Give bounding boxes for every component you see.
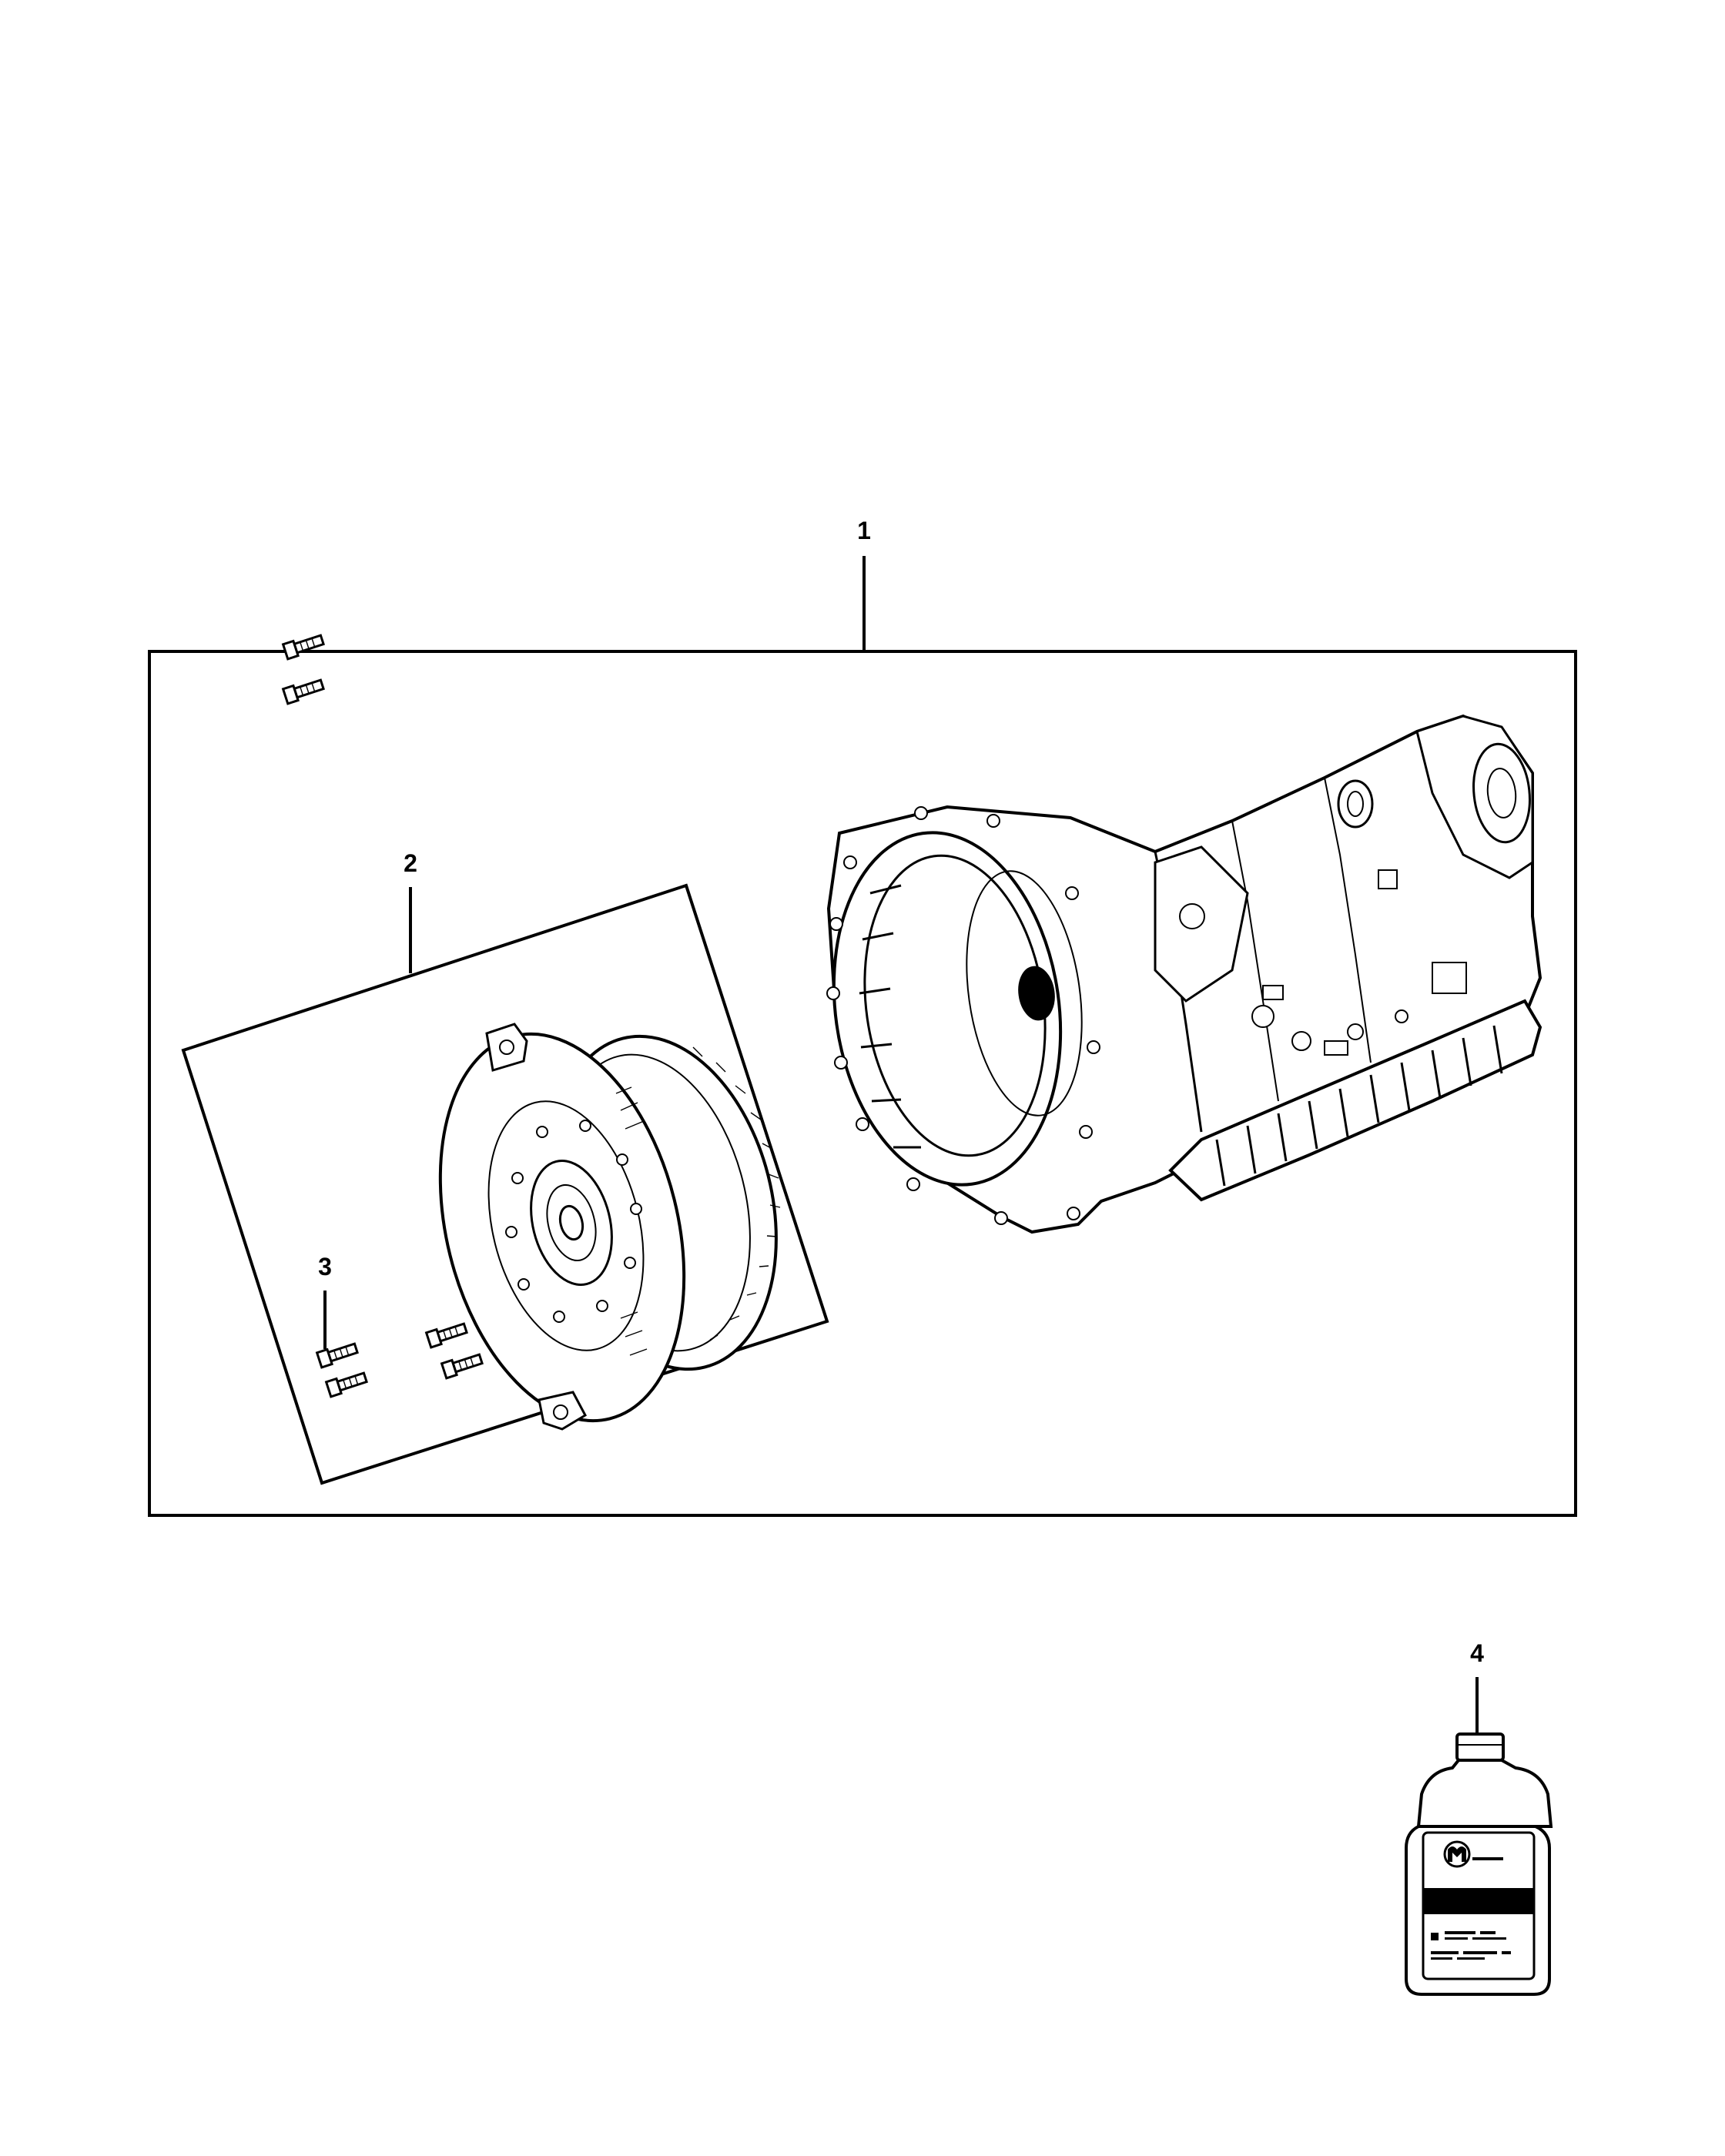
callout-3: 3 xyxy=(318,1253,332,1281)
converter-subframe xyxy=(181,883,829,1485)
bolt-icon xyxy=(281,678,325,705)
bolt-group-lower xyxy=(315,1322,484,1398)
bolt-icon xyxy=(324,1371,368,1398)
callout-1: 1 xyxy=(857,517,871,544)
bolt-icon xyxy=(424,1322,468,1349)
mopar-logo xyxy=(1443,1840,1503,1868)
bolt-icon xyxy=(315,1342,359,1369)
assembly-frame xyxy=(148,650,1577,1517)
transmission-assembly-illustration xyxy=(826,714,1542,1234)
callout-4: 4 xyxy=(1470,1639,1484,1667)
bolt-icon xyxy=(281,634,325,661)
callout-2: 2 xyxy=(404,849,417,877)
bolt-group-upper xyxy=(281,634,325,705)
bolt-icon xyxy=(440,1353,484,1380)
fluid-bottle-illustration xyxy=(1405,1732,1553,1996)
torque-converter-illustration xyxy=(438,1023,781,1431)
